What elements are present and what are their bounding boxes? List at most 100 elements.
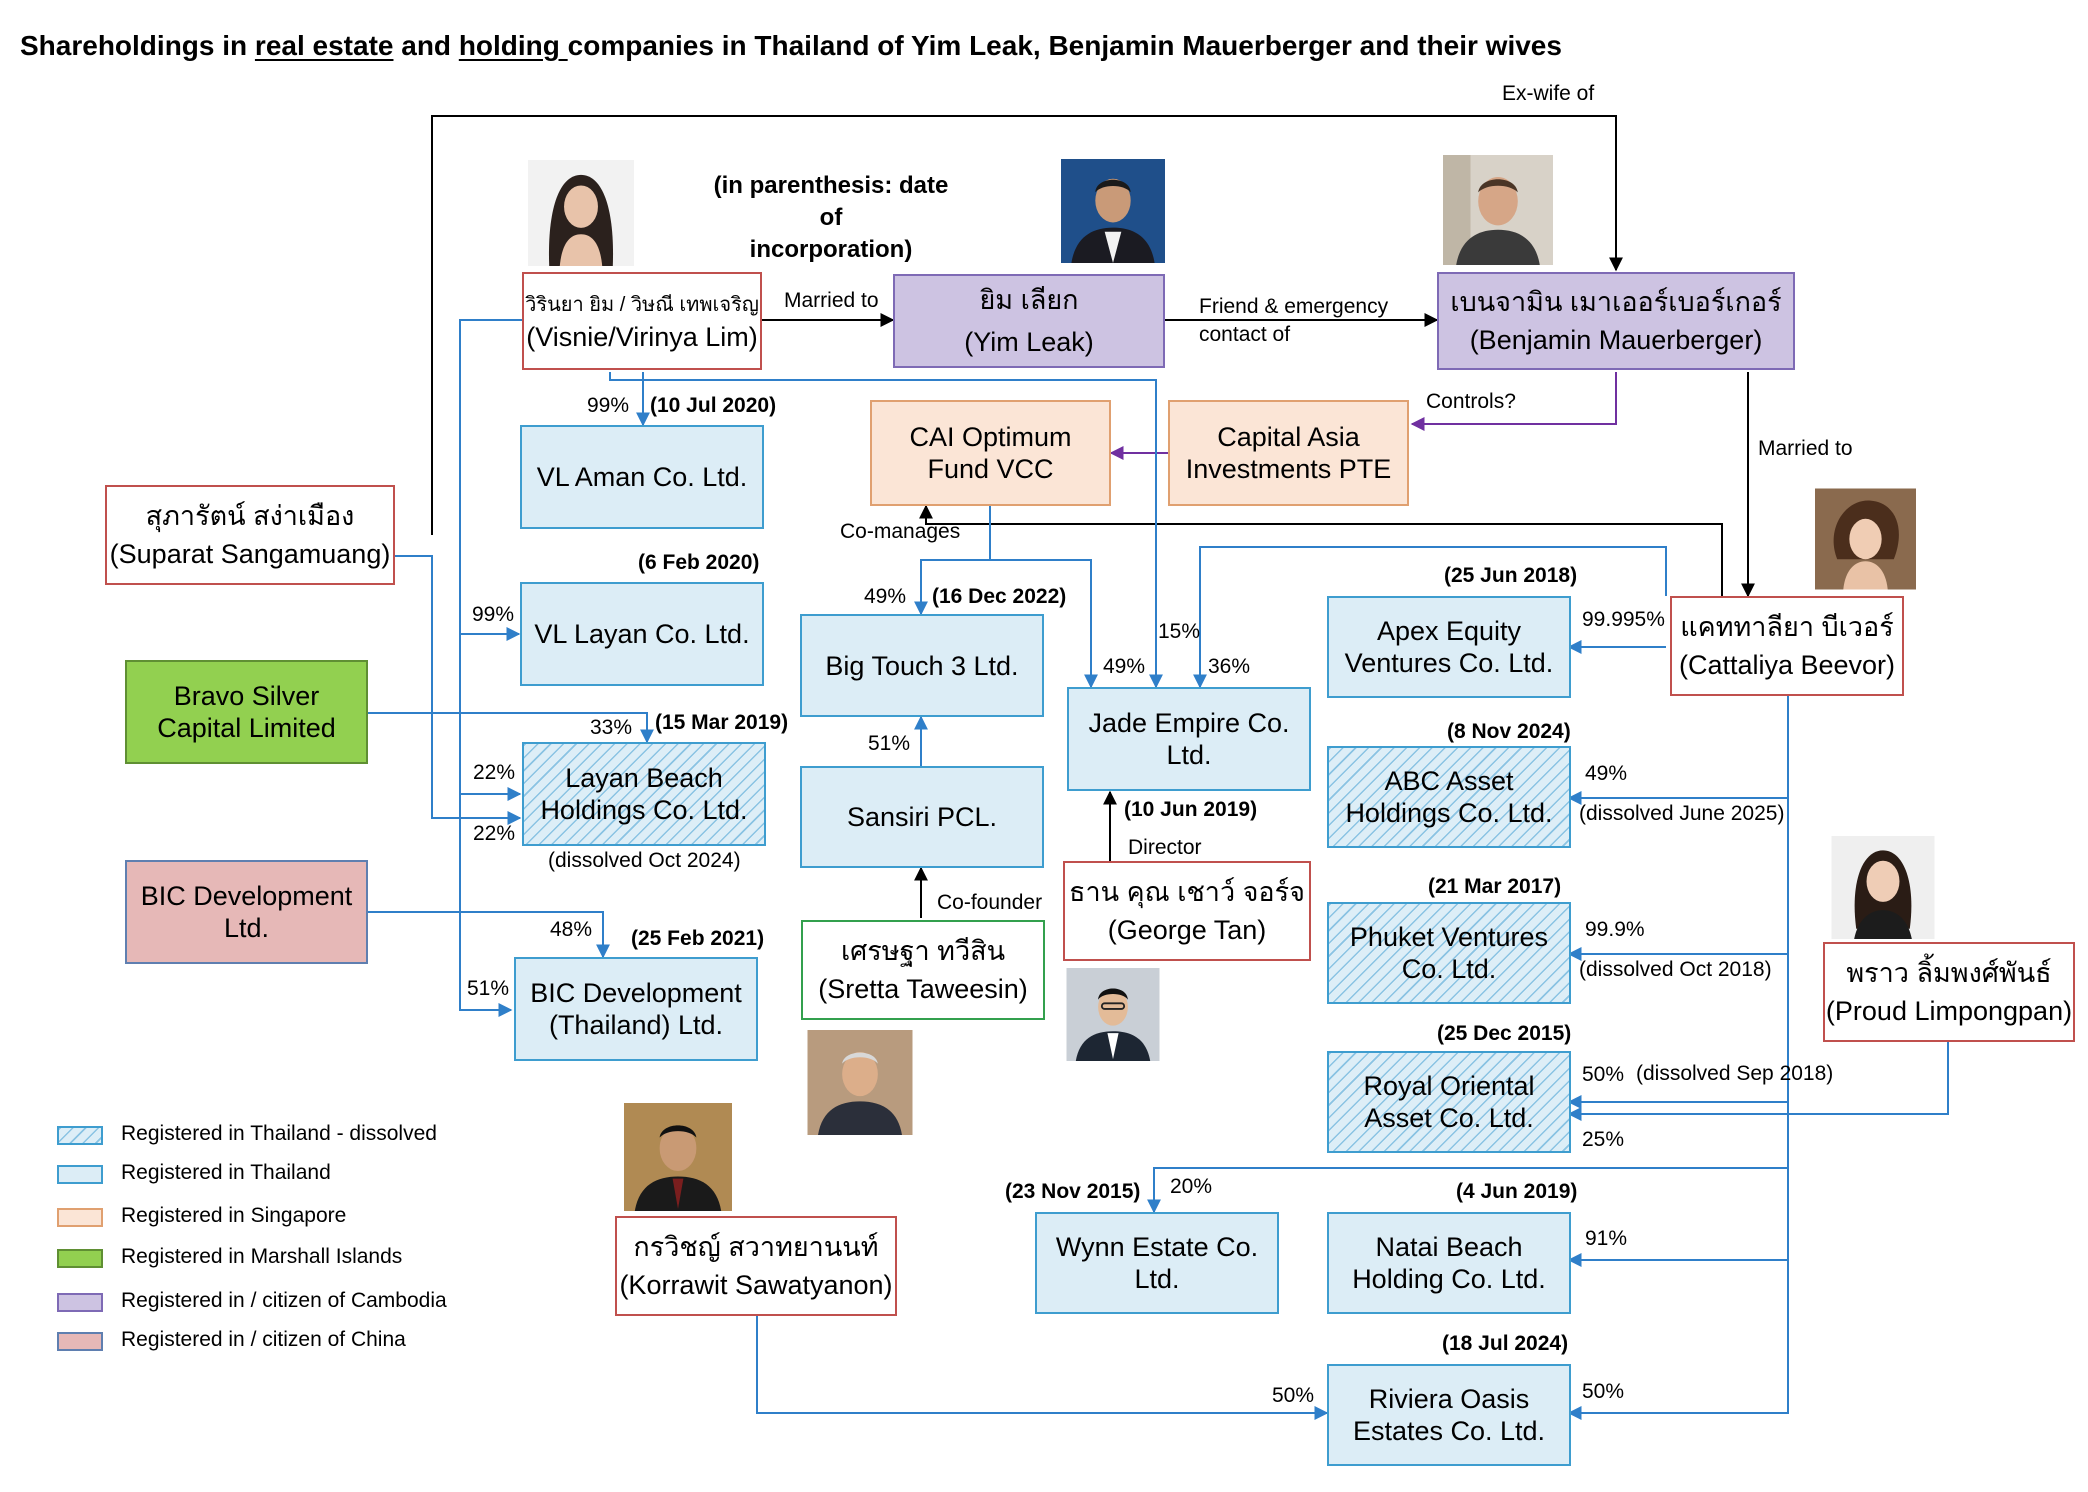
line-bic-bicthai — [368, 911, 610, 959]
photo-cattaliya — [1815, 488, 1916, 590]
photo-proud — [1828, 836, 1938, 939]
photo-benjamin — [1441, 155, 1555, 265]
person-visnie[interactable]: วิรินยา ยิม / วิษณี เทพเจริญ(Visnie/Viri… — [522, 272, 762, 370]
date-big-touch: (16 Dec 2022) — [932, 585, 1067, 608]
legend-label-marshall: Registered in Marshall Islands — [121, 1245, 403, 1268]
label-cofounder: Co-founder — [937, 891, 1043, 914]
note-layan-dissolved: (dissolved Oct 2024) — [548, 849, 741, 872]
pct-bic-dev: 48% — [550, 918, 593, 941]
company-vl-aman[interactable]: VL Aman Co. Ltd. — [520, 425, 764, 529]
date-wynn: (23 Nov 2015) — [1005, 1180, 1141, 1203]
company-bic-thailand[interactable]: BIC Development(Thailand) Ltd. — [514, 957, 758, 1061]
legend-label-thailand: Registered in Thailand — [121, 1161, 331, 1184]
pct-layan-bravo: 33% — [590, 716, 633, 739]
photo-sretta — [805, 1030, 915, 1135]
pct-big-touch: 49% — [864, 585, 907, 608]
legend-swatch-cambodia — [57, 1293, 103, 1312]
line-cai-bigtouch — [914, 506, 991, 616]
date-layan-beach: (15 Mar 2019) — [655, 711, 789, 734]
pct-layan-visnie: 22% — [473, 761, 516, 784]
label-friend-2: contact of — [1199, 323, 1291, 346]
legend-label-dissolved: Registered in Thailand - dissolved — [121, 1122, 437, 1145]
photo-george-tan — [1063, 968, 1163, 1061]
date-royal: (25 Dec 2015) — [1437, 1022, 1572, 1045]
legend-swatch-marshall — [57, 1249, 103, 1268]
pct-riviera-cattaliya: 50% — [1582, 1380, 1625, 1403]
line-suparat-layan — [390, 555, 522, 825]
page-title: Shareholdings in real estate and holding… — [20, 30, 1562, 61]
date-riviera: (18 Jul 2024) — [1442, 1332, 1569, 1355]
pct-royal-cattaliya: 50% — [1582, 1063, 1625, 1086]
company-wynn-estate[interactable]: Wynn Estate Co.Ltd. — [1035, 1212, 1279, 1314]
date-jade-empire: (10 Jun 2019) — [1124, 798, 1258, 821]
company-jade-empire[interactable]: Jade Empire Co.Ltd. — [1067, 687, 1311, 791]
person-yim-leak[interactable]: ยิม เลียก(Yim Leak) — [893, 274, 1165, 368]
legend-label-china: Registered in / citizen of China — [121, 1328, 406, 1351]
person-benjamin[interactable]: เบนจามิน เมาเออร์เบอร์เกอร์(Benjamin Mau… — [1437, 272, 1795, 370]
legend-swatch-singapore — [57, 1208, 103, 1227]
pct-bic-visnie: 51% — [467, 977, 510, 1000]
label-director: Director — [1128, 836, 1202, 859]
line-catt-jade — [1193, 546, 1667, 689]
person-korrawit[interactable]: กรวิชญ์ สวาทยานนท์(Korrawit Sawatyanon) — [615, 1216, 897, 1316]
pct-vl-layan: 99% — [472, 603, 515, 626]
pct-sansiri: 51% — [868, 732, 911, 755]
date-apex: (25 Jun 2018) — [1444, 564, 1578, 587]
note-phuket-dissolved: (dissolved Oct 2018) — [1579, 958, 1772, 981]
label-married-to-1: Married to — [784, 289, 879, 312]
pct-layan-suparat: 22% — [473, 822, 516, 845]
line-exwife — [431, 115, 1623, 535]
pct-wynn: 20% — [1170, 1175, 1213, 1198]
pct-royal-proud: 25% — [1582, 1128, 1625, 1151]
date-vl-layan: (6 Feb 2020) — [638, 551, 760, 574]
person-cattaliya[interactable]: แคททาลียา บีเวอร์(Cattaliya Beevor) — [1670, 596, 1904, 696]
company-vl-layan[interactable]: VL Layan Co. Ltd. — [520, 582, 764, 686]
pct-riviera-korrawit: 50% — [1272, 1384, 1315, 1407]
pct-jade-cattaliya: 36% — [1208, 655, 1251, 678]
legend-label-cambodia: Registered in / citizen of Cambodia — [121, 1289, 447, 1312]
pct-apex: 99.995% — [1582, 608, 1665, 631]
person-sretta[interactable]: เศรษฐา ทวีสิน(Sretta Taweesin) — [801, 920, 1045, 1020]
line-visnie-spine — [459, 319, 522, 1017]
legend-label-singapore: Registered in Singapore — [121, 1204, 347, 1227]
line-korrawit-riviera — [756, 1316, 1329, 1420]
company-sansiri[interactable]: Sansiri PCL. — [800, 766, 1044, 868]
photo-yim-leak — [1061, 156, 1165, 266]
pct-vl-aman: 99% — [587, 394, 630, 417]
pct-jade-cai: 49% — [1103, 655, 1146, 678]
person-george-tan[interactable]: ธาน คุณ เชาว์ จอร์จ(George Tan) — [1063, 861, 1311, 961]
label-comanages: Co-manages — [840, 520, 961, 543]
pct-phuket: 99.9% — [1585, 918, 1645, 941]
date-abc: (8 Nov 2024) — [1447, 720, 1571, 743]
line-bravo-layan — [368, 712, 654, 744]
note-royal-dissolved: (dissolved Sep 2018) — [1636, 1062, 1834, 1085]
line-comanages — [919, 504, 1723, 596]
date-phuket: (21 Mar 2017) — [1428, 875, 1562, 898]
pct-natai: 91% — [1585, 1227, 1628, 1250]
label-friend-1: Friend & emergency — [1199, 295, 1389, 318]
line-cai-jade — [990, 559, 1098, 689]
line-visnie-jade — [609, 372, 1163, 689]
company-big-touch[interactable]: Big Touch 3 Ltd. — [800, 614, 1044, 717]
label-married-to-2: Married to — [1758, 437, 1853, 460]
date-natai: (4 Jun 2019) — [1456, 1180, 1578, 1203]
person-proud[interactable]: พราว ลิ้มพงศ์พันธ์(Proud Limpongpan) — [1823, 942, 2075, 1042]
person-suparat[interactable]: สุภารัตน์ สง่าเมือง(Suparat Sangamuang) — [105, 485, 395, 585]
photo-visnie — [527, 160, 635, 266]
note-abc-dissolved: (dissolved June 2025) — [1579, 802, 1785, 825]
photo-korrawit — [617, 1103, 739, 1211]
legend-swatch-thailand — [57, 1165, 103, 1184]
